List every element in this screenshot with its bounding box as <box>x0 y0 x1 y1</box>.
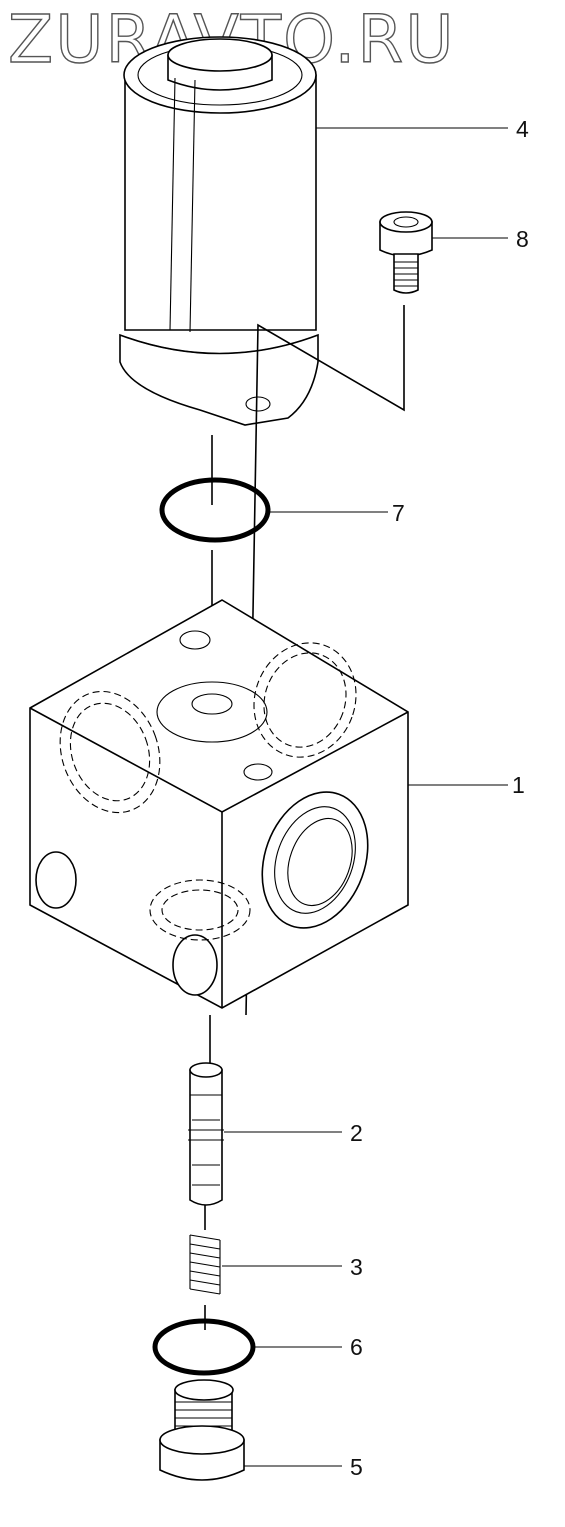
spring-part-3 <box>189 1234 221 1295</box>
callout-label-7: 7 <box>392 500 405 526</box>
callout-label-5: 5 <box>350 1454 363 1480</box>
callout-label-3: 3 <box>350 1254 363 1280</box>
o-ring-part-6 <box>152 1318 256 1376</box>
callout-label-2: 2 <box>350 1120 363 1146</box>
o-ring-part-7 <box>159 477 271 543</box>
spool-part-2 <box>188 1062 224 1206</box>
leader-lines <box>222 127 508 1467</box>
callout-label-8: 8 <box>516 226 529 252</box>
callout-label-1: 1 <box>512 772 525 798</box>
callout-label-4: 4 <box>516 116 529 142</box>
plug-part-5 <box>159 1379 245 1481</box>
solenoid-coil-part-4 <box>119 36 319 426</box>
cap-screw-part-8 <box>379 211 433 294</box>
valve-block-part-1 <box>29 599 409 1009</box>
callout-label-6: 6 <box>350 1334 363 1360</box>
